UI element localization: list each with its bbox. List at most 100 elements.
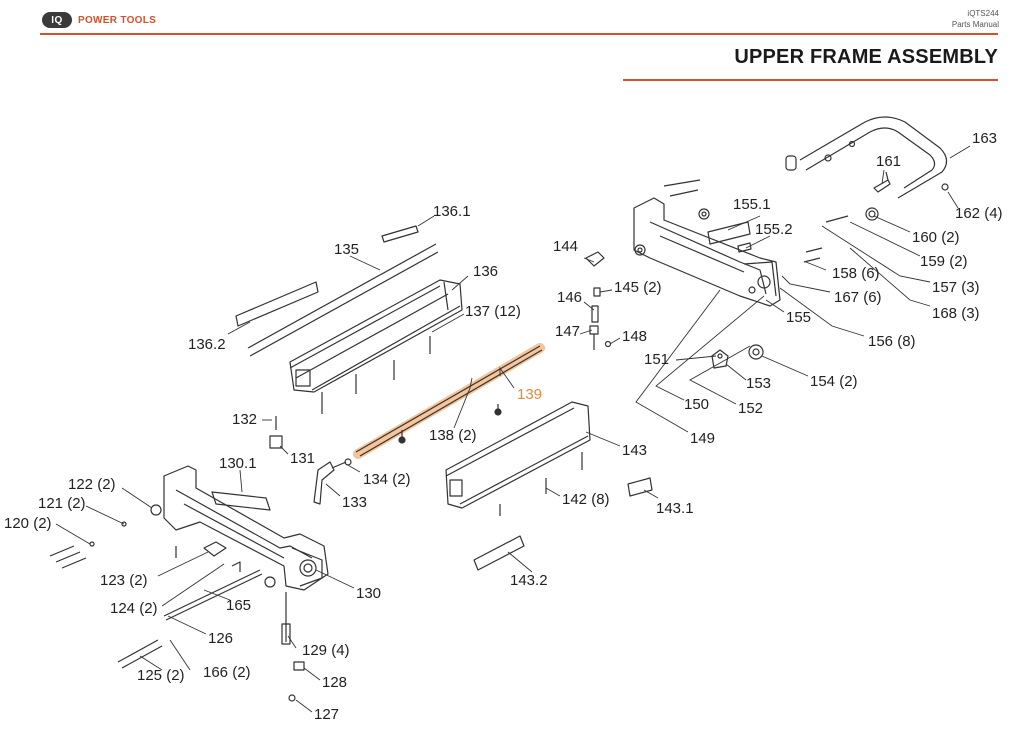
label-132: 132 [232, 411, 257, 428]
part-131-block [269, 416, 283, 449]
label-136-2: 136.2 [188, 336, 226, 353]
label-121: 121 (2) [38, 495, 86, 512]
label-147: 147 [555, 323, 580, 340]
part-143-rail [445, 401, 591, 509]
label-124: 124 (2) [110, 600, 158, 617]
label-155: 155 [786, 309, 811, 326]
label-128: 128 [322, 674, 347, 691]
label-148: 148 [622, 328, 647, 345]
label-120: 120 (2) [4, 515, 52, 532]
label-127: 127 [314, 706, 339, 723]
label-149: 149 [690, 430, 715, 447]
label-134: 134 (2) [363, 471, 411, 488]
label-143: 143 [622, 442, 647, 459]
part-161-key [873, 171, 891, 193]
part-number-labels: 163 161 162 (4) 160 (2) 159 (2) 157 (3) … [4, 130, 1003, 723]
label-151: 151 [644, 351, 669, 368]
document-type: Parts Manual [951, 20, 999, 29]
part-163-handle [785, 116, 948, 199]
label-129: 129 (4) [302, 642, 350, 659]
brand-name: POWER TOOLS [78, 14, 157, 26]
part-139-bar [355, 345, 543, 457]
label-159: 159 (2) [920, 253, 968, 270]
label-168: 168 (3) [932, 305, 980, 322]
part-129-bolt [281, 592, 291, 645]
header-divider [40, 33, 998, 35]
brand-logo: IQ POWER TOOLS [42, 12, 156, 28]
page-header: IQ POWER TOOLS iQTS244 Parts Manual [0, 0, 1011, 40]
part-120-121-bolts [49, 521, 127, 569]
label-154: 154 (2) [810, 373, 858, 390]
part-144-145-lock [585, 251, 612, 350]
label-165: 165 [226, 597, 251, 614]
part-134-pin [331, 458, 352, 469]
part-139-highlight [353, 343, 545, 459]
leader-lines [55, 145, 971, 713]
label-122: 122 (2) [68, 476, 116, 493]
part-130-1-label [211, 491, 271, 511]
part-128-block [293, 661, 305, 671]
part-wheels [634, 208, 764, 360]
label-163: 163 [972, 130, 997, 147]
part-155-2-label [737, 242, 752, 253]
part-160-knob [865, 207, 879, 221]
part-127-screw [288, 694, 296, 702]
part-155-1-label [707, 221, 751, 245]
label-162: 162 (4) [955, 205, 1003, 222]
label-142: 142 (8) [562, 491, 610, 508]
label-135: 135 [334, 241, 359, 258]
part-142-screws [499, 452, 583, 516]
part-133-lever [313, 461, 335, 505]
part-153-bracket [711, 349, 729, 369]
label-143-2: 143.2 [510, 572, 548, 589]
part-155-right-frame [633, 197, 781, 307]
label-143-1: 143.1 [656, 500, 694, 517]
label-166: 166 (2) [203, 664, 251, 681]
part-136-1-label [381, 225, 419, 243]
label-133: 133 [342, 494, 367, 511]
part-143-2-label [473, 535, 525, 571]
label-131: 131 [290, 450, 315, 467]
logo-badge: IQ [42, 12, 72, 28]
label-130-1: 130.1 [219, 455, 257, 472]
label-158: 158 (6) [832, 265, 880, 282]
label-146: 146 [557, 289, 582, 306]
label-144: 144 [553, 238, 578, 255]
part-136-rail [289, 279, 463, 393]
label-167: 167 (6) [834, 289, 882, 306]
part-122-bushing [150, 504, 276, 588]
label-156: 156 (8) [868, 333, 916, 350]
label-136-1: 136.1 [433, 203, 471, 220]
label-150: 150 [684, 396, 709, 413]
label-152: 152 [738, 400, 763, 417]
label-136: 136 [473, 263, 498, 280]
part-138-screws [398, 404, 502, 444]
part-125-bolts [117, 639, 163, 669]
label-155-2: 155.2 [755, 221, 793, 238]
label-138: 138 (2) [429, 427, 477, 444]
label-155-1: 155.1 [733, 196, 771, 213]
label-126: 126 [208, 630, 233, 647]
part-130-left-frame [163, 465, 329, 591]
part-162-screw [941, 183, 949, 191]
part-135-strip [247, 243, 439, 357]
label-161: 161 [876, 153, 901, 170]
part-136-2-label [235, 281, 319, 327]
page-title: UPPER FRAME ASSEMBLY [734, 46, 998, 68]
label-160: 160 (2) [912, 229, 960, 246]
label-123: 123 (2) [100, 572, 148, 589]
part-157-rods [663, 179, 849, 263]
label-139: 139 [517, 386, 542, 403]
label-153: 153 [746, 375, 771, 392]
label-125: 125 (2) [137, 667, 185, 684]
label-145: 145 (2) [614, 279, 662, 296]
title-underline [623, 79, 998, 81]
part-137-screws [321, 336, 431, 414]
label-130: 130 [356, 585, 381, 602]
model-number: iQTS244 [967, 9, 999, 18]
part-143-1-label [627, 477, 653, 497]
document-meta: iQTS244 Parts Manual [952, 8, 999, 30]
part-123-bracket [203, 541, 241, 572]
label-157: 157 (3) [932, 279, 980, 296]
